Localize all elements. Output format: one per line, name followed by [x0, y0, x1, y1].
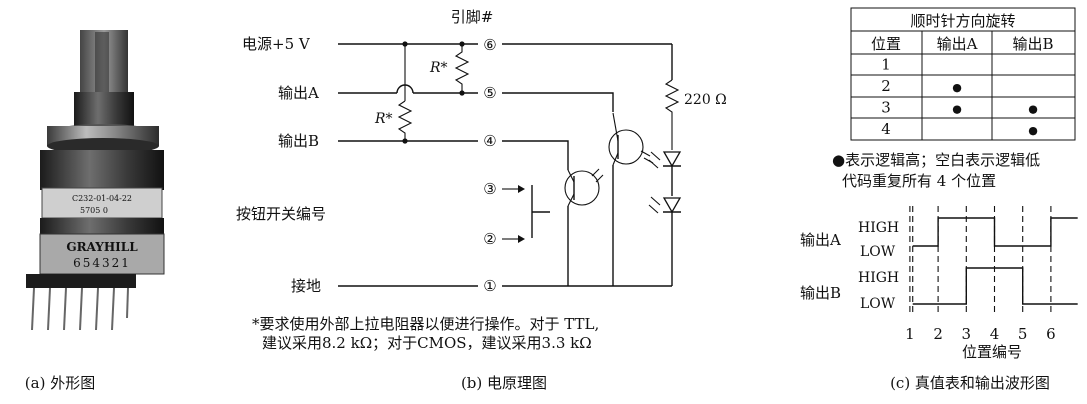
table-row-position-3: 3 — [881, 99, 891, 117]
caption-c: (c) 真值表和输出波形图 — [890, 374, 1050, 392]
push-button-switch — [531, 185, 550, 238]
output-b-wire — [338, 138, 569, 168]
waveform-output-a — [912, 217, 1078, 247]
table-header-output-b: 输出B — [1012, 35, 1053, 53]
wave-a-high-label: HIGH — [858, 220, 899, 236]
table-rows: 1 2 ● 3 ● ● 4 ● — [881, 56, 1038, 139]
table-row-position-1: 1 — [881, 56, 891, 74]
table-row-position-4: 4 — [881, 120, 891, 138]
label-output-b: 输出B — [278, 132, 319, 150]
wave-label-output-b: 输出B — [800, 284, 841, 302]
wave-a-low-label: LOW — [860, 244, 896, 260]
resistor-label-b: R* — [374, 111, 393, 127]
encoder-part-number: C232-01-04-22 — [72, 194, 132, 203]
table-header-output-a: 输出A — [937, 35, 978, 53]
wave-x-title: 位置编号 — [962, 343, 1022, 361]
position-tick-1: 1 — [905, 325, 915, 343]
pin-2: ② — [483, 230, 496, 248]
wave-position-lines — [909, 206, 1052, 316]
table-title: 顺时针方向旋转 — [910, 12, 1015, 30]
table-dot-a-3: ● — [952, 103, 962, 116]
schematic-note-line1: *要求使用外部上拉电阻器以便进行操作。对于 TTL, — [252, 315, 599, 333]
table-row-position-2: 2 — [881, 77, 891, 95]
pin-1: ① — [483, 277, 496, 295]
encoder-pins — [31, 287, 129, 331]
encoder-base — [26, 274, 136, 288]
pin-6: ⑥ — [483, 36, 496, 54]
encoder-brand: GRAYHILL — [66, 240, 138, 254]
switch-pin-arrows — [502, 185, 525, 243]
resistor-r-pinB: R* — [374, 44, 413, 141]
wave-label-output-a: 输出A — [800, 231, 841, 249]
phototransistor-a — [608, 112, 654, 286]
caption-b: (b) 电原理图 — [461, 374, 547, 392]
truth-table-note-line2: 代码重复所有 4 个位置 — [842, 172, 996, 190]
position-tick-2: 2 — [933, 325, 943, 343]
output-a-wire — [338, 84, 614, 112]
waveform-output-b — [912, 267, 1078, 305]
pin-header: 引脚# — [451, 8, 494, 26]
pin-3: ③ — [483, 180, 496, 198]
encoder-photo: C232-01-04-22 5705 0 GRAYHILL 654321 (a)… — [25, 30, 165, 392]
label-switch-number: 按钮开关编号 — [236, 205, 326, 223]
table-dot-b-4: ● — [1028, 124, 1038, 137]
wave-b-high-label: HIGH — [858, 270, 899, 286]
table-header-position: 位置 — [871, 35, 901, 53]
label-ground: 接地 — [291, 277, 321, 295]
schematic-note-line2: 建议采用8.2 kΩ；对于CMOS，建议采用3.3 kΩ — [262, 334, 592, 352]
table-dot-a-2: ● — [952, 81, 962, 94]
schematic: 引脚# 电源+5 V 输出A 输出B 按钮开关编号 接地 ⑥ ⑤ ④ ③ ② ① — [236, 8, 727, 392]
power-rail — [338, 41, 672, 47]
label-power: 电源+5 V — [242, 35, 311, 53]
pin-5: ⑤ — [483, 84, 496, 102]
wave-b-low-label: LOW — [860, 296, 896, 312]
caption-a: (a) 外形图 — [25, 374, 95, 392]
position-tick-4: 4 — [990, 325, 1000, 343]
led-branch: 220 Ω — [648, 44, 727, 286]
pin-4: ④ — [483, 132, 496, 150]
truth-table: 顺时针方向旋转 位置 输出A 输出B 1 2 ● 3 ● ● 4 ● — [850, 7, 1076, 141]
position-tick-5: 5 — [1018, 325, 1028, 343]
encoder-bushing — [74, 92, 134, 128]
encoder-pin-numbers: 654321 — [73, 256, 131, 270]
position-tick-6: 6 — [1046, 325, 1056, 343]
table-dot-b-3: ● — [1028, 103, 1038, 116]
label-output-a: 输出A — [278, 84, 319, 102]
phototransistor-b — [564, 168, 604, 286]
encoder-label — [41, 187, 163, 219]
resistor-220-label: 220 Ω — [684, 92, 727, 108]
resistor-r-pinA: R* — [429, 44, 470, 93]
position-tick-3: 3 — [962, 325, 972, 343]
truth-table-note-line1: ●表示逻辑高；空白表示逻辑低 — [832, 151, 1040, 169]
resistor-label-a: R* — [429, 60, 448, 76]
encoder-date-code: 5705 0 — [80, 206, 108, 215]
